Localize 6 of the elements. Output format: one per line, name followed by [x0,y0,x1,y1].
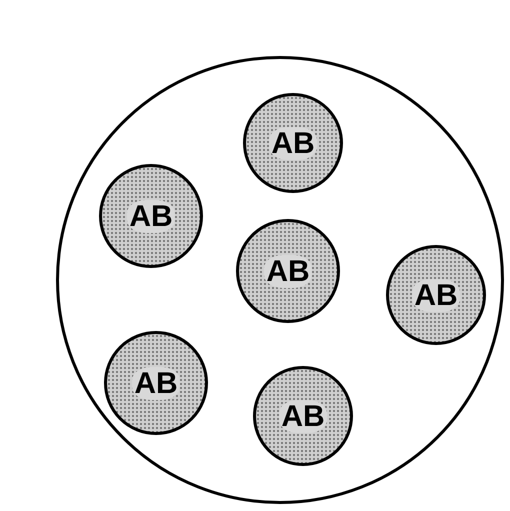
circle-label: AB [412,278,460,312]
circle-label: AB [269,126,317,160]
circle-label: AB [264,254,312,288]
circle-label: AB [279,400,327,432]
circle-label: AB [132,366,180,400]
circle-label: AB [127,200,175,232]
